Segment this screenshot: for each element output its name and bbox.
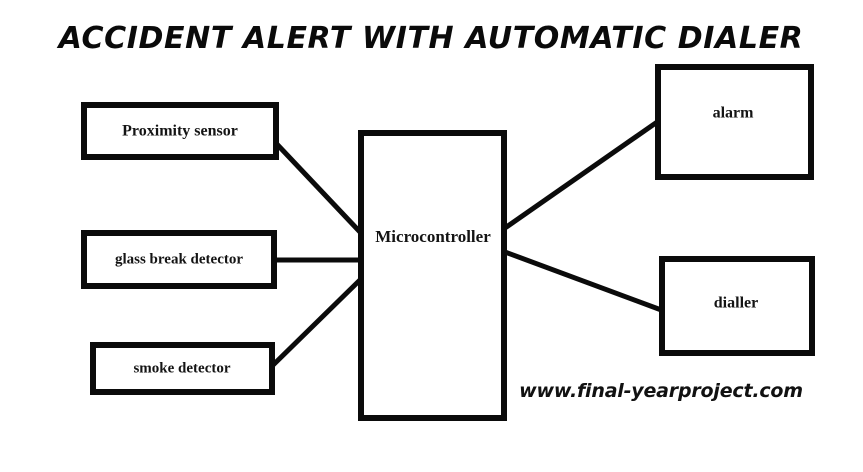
dialler-label: dialler — [714, 295, 758, 312]
input-block-smoke-detector[interactable]: smoke detector — [90, 342, 275, 395]
glass-break-detector-box[interactable] — [81, 230, 277, 289]
dialler-box[interactable] — [659, 256, 815, 356]
glass-break-detector-label: glass break detector — [115, 251, 243, 267]
proximity-sensor-label: Proximity sensor — [122, 123, 238, 140]
input-block-glass-break-detector[interactable]: glass break detector — [81, 230, 277, 289]
connector-microcontroller-to-dialler — [504, 249, 665, 314]
smoke-detector-label: smoke detector — [133, 360, 230, 376]
microcontroller-label: Microcontroller — [375, 227, 491, 246]
output-block-alarm[interactable]: alarm — [655, 64, 814, 180]
watermark-text: www.final-yearproject.com — [519, 380, 803, 402]
proximity-sensor-box[interactable] — [81, 102, 279, 160]
microcontroller-box[interactable] — [358, 130, 507, 421]
connector-smoke-detector-to-microcontroller — [266, 276, 364, 372]
output-block-dialler[interactable]: dialler — [659, 256, 815, 356]
alarm-label: alarm — [713, 105, 755, 122]
connector-proximity-sensor-to-microcontroller — [271, 138, 362, 234]
controller-block-microcontroller[interactable]: Microcontroller — [358, 130, 507, 421]
alarm-box[interactable] — [655, 64, 814, 180]
input-block-proximity-sensor[interactable]: Proximity sensor — [81, 102, 279, 160]
connector-microcontroller-to-alarm — [503, 117, 662, 231]
smoke-detector-box[interactable] — [90, 342, 275, 395]
connector-group — [266, 117, 665, 372]
page-title: ACCIDENT ALERT WITH AUTOMATIC DIALER — [57, 21, 804, 56]
